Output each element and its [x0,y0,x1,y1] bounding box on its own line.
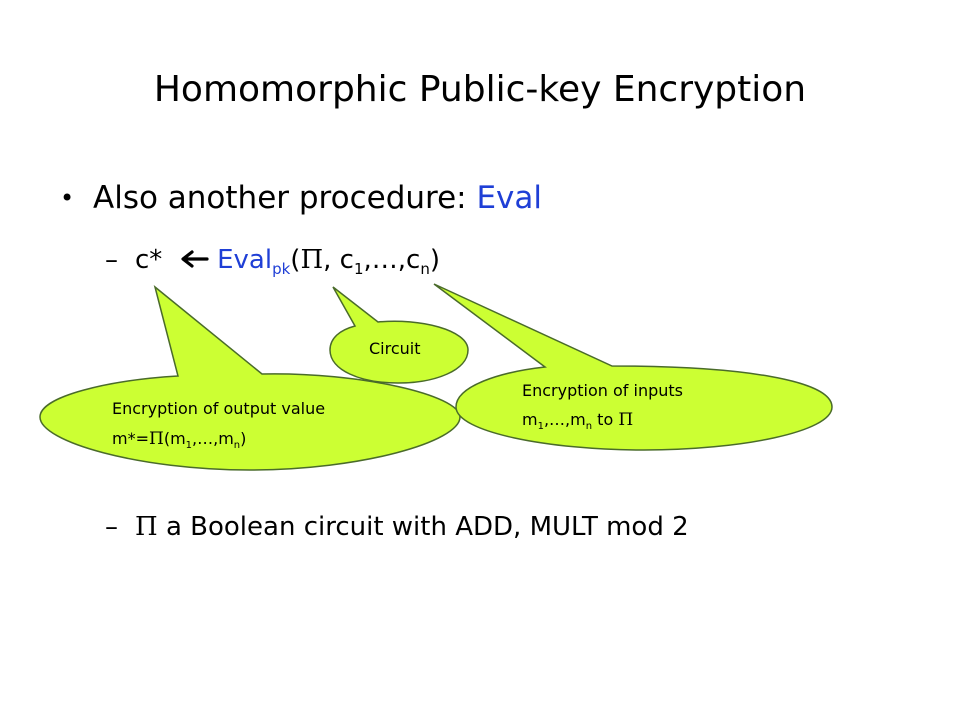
output-m: (m [163,429,186,448]
pi-symbol-2: Π [135,512,158,542]
args-a: , c [323,245,354,275]
args-ellipsis: ,…,c [363,245,421,275]
output-callout-line2: m*=Π(m1,…,mn) [112,428,246,457]
close-paren: ) [429,245,441,275]
subscript-1: 1 [353,260,364,278]
output-callout-line1: Encryption of output value [112,399,326,418]
slide-title: Homomorphic Public-key Encryption [153,69,807,110]
sub-bullet-dash-2: – [105,512,118,542]
sub-bullet-eval-formula: –c* Evalpk(Π, c1,…,cn) [105,241,440,288]
eval-subscript: pk [272,260,291,278]
inputs-m: m [522,410,538,429]
output-subn: n [233,440,241,451]
eval-label: Eval [217,245,273,275]
circuit-description-text: a Boolean circuit with ADD, MULT mod 2 [157,512,689,542]
output-callout-shape [39,284,461,471]
bullet-text: Also another procedure: [93,180,477,216]
inputs-callout-line1: Encryption of inputs [522,381,683,400]
bullet-eval-procedure: • Also another procedure: Eval [60,176,542,220]
inputs-pi-symbol: Π [618,410,634,430]
inputs-callout-line2: m1,…,mn to Π [522,409,633,438]
pi-symbol: Π [300,245,324,275]
output-m-star: m*= [112,429,149,448]
inputs-ellipsis: ,…,m [543,410,586,429]
inputs-to: to [592,410,619,429]
subscript-n: n [420,260,430,278]
sub-bullet-circuit-description: –Π a Boolean circuit with ADD, MULT mod … [105,508,689,546]
inputs-sub1: 1 [537,421,544,432]
left-arrow-icon [179,242,209,280]
circuit-callout-shape [329,286,469,384]
bullet-marker: • [60,184,75,212]
output-pi-symbol: Π [149,429,164,449]
open-paren: ( [290,245,301,275]
c-star: c* [135,245,163,275]
circuit-callout-text: Circuit [369,339,421,358]
output-sub1: 1 [185,440,193,451]
output-ellipsis: ,…,m [192,429,234,448]
output-close-paren: ) [240,429,247,448]
inputs-subn: n [585,421,593,432]
bullet-eval-highlight: Eval [476,180,543,216]
inputs-callout-shape [433,283,833,451]
sub-bullet-dash: – [105,245,118,275]
